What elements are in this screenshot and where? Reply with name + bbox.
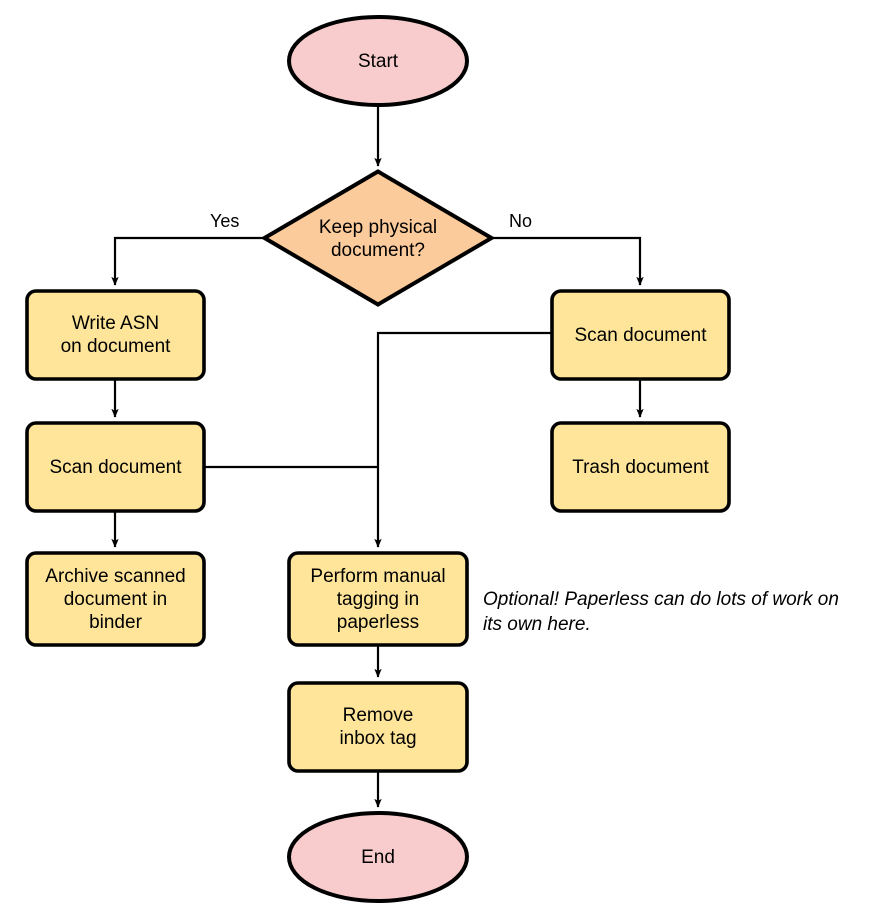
edge-scan-right-to-tagging (374, 331, 552, 548)
edge-label-yes: Yes (210, 211, 240, 231)
node-end[interactable] (287, 811, 469, 903)
node-archive-scanned-document-in-binder[interactable] (25, 551, 206, 647)
node-remove-inbox-tag[interactable] (287, 681, 469, 773)
node-scan-document-left[interactable] (25, 421, 206, 513)
edge-decision-no-to-scan-right (492, 236, 644, 286)
nodes-layer (25, 15, 731, 903)
node-trash-document[interactable] (550, 421, 731, 513)
edge-decision-yes-to-write-asn (111, 236, 264, 286)
node-scan-document-right[interactable] (550, 289, 731, 381)
node-start[interactable] (287, 15, 469, 107)
edge-label-no: No (509, 211, 533, 231)
edges-layer (111, 106, 644, 808)
node-perform-manual-tagging-in-paperless[interactable] (287, 551, 469, 647)
node-keep-physical-document[interactable] (260, 169, 496, 307)
optional-note: Optional! Paperless can do lots of work … (483, 589, 839, 635)
node-write-asn-on-document[interactable] (25, 289, 206, 381)
